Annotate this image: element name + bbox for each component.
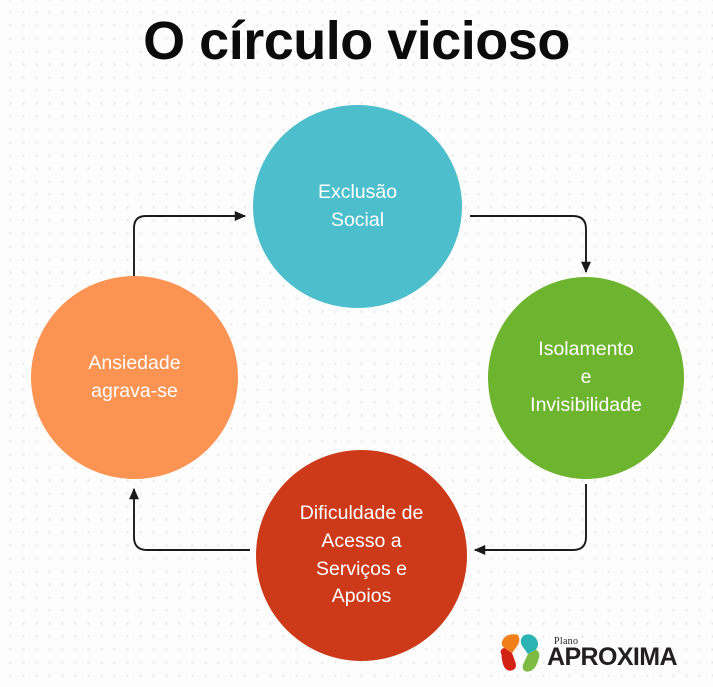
arrow-isolamento-to-dificuldade: [473, 484, 587, 555]
arrow-dificuldade-to-ansiedade: [129, 487, 250, 551]
page-title: O círculo vicioso: [143, 11, 570, 71]
node-exclusao-social-label: Exclusão Social: [317, 180, 398, 231]
node-exclusao-social[interactable]: Exclusão Social: [253, 105, 462, 308]
node-dificuldade-acesso[interactable]: Dificuldade de Acesso a Serviços e Apoio…: [256, 450, 467, 661]
logo-wordmark: Plano APROXIMA: [547, 632, 678, 676]
pinwheel-logo-icon: [500, 634, 540, 672]
logo-plano-text: Plano: [554, 636, 579, 647]
node-dificuldade-acesso-label: Dificuldade de Acesso a Serviços e Apoio…: [299, 502, 424, 608]
arrow-exclusao-to-isolamento: [470, 215, 591, 274]
arrow-ansiedade-to-exclusao: [133, 211, 247, 281]
node-isolamento-invisibilidade-label: Isolamento e Invisibilidade: [530, 338, 642, 416]
node-ansiedade-agrava-se-label: Ansiedade agrava-se: [88, 351, 181, 402]
node-isolamento-invisibilidade[interactable]: Isolamento e Invisibilidade: [488, 277, 684, 479]
plano-aproxima-logo: Plano APROXIMA: [497, 630, 678, 678]
logo-aproxima-text: APROXIMA: [547, 643, 678, 671]
node-ansiedade-agrava-se[interactable]: Ansiedade agrava-se: [31, 276, 238, 479]
